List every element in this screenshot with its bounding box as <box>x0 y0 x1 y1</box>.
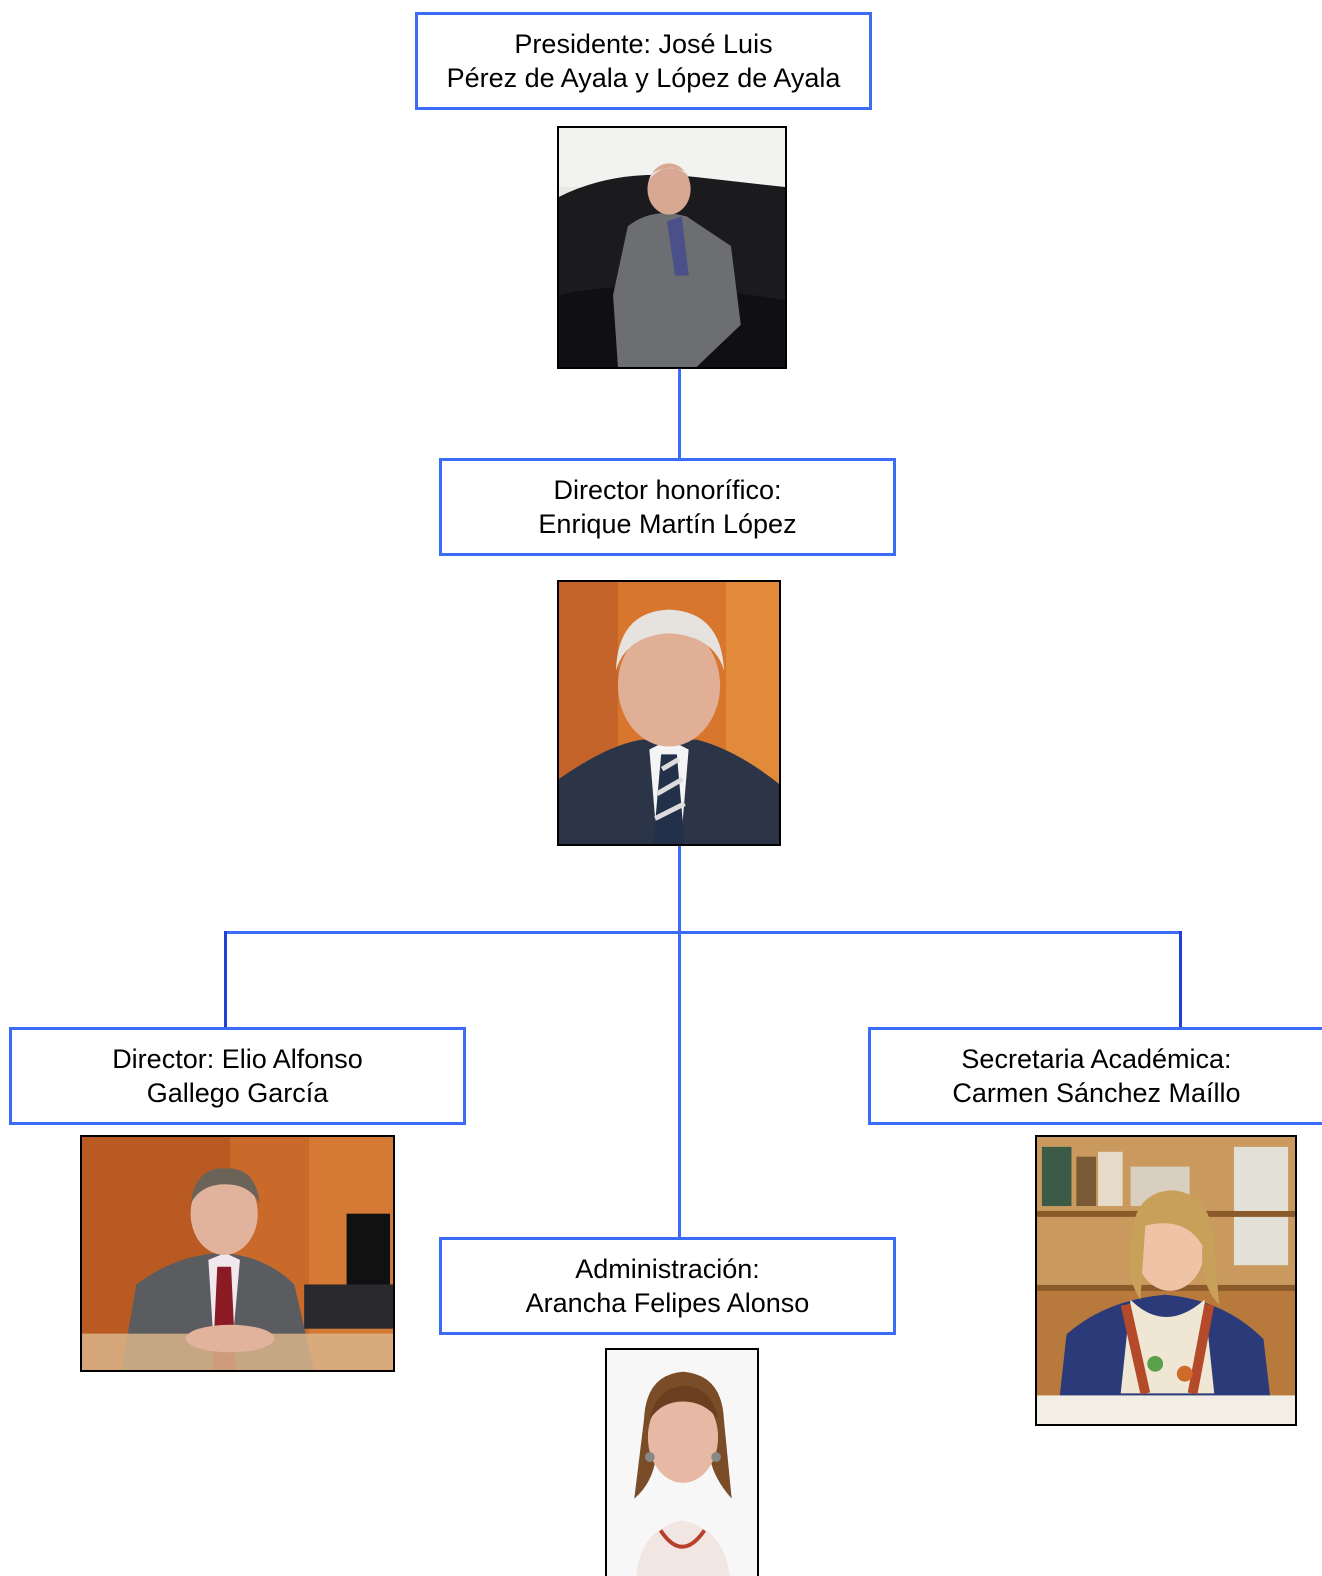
presidente-name: Pérez de Ayala y López de Ayala <box>446 63 841 93</box>
administracion-photo <box>605 1348 759 1576</box>
connector-honorifico-trunk <box>678 843 681 1240</box>
connector-to-director <box>224 931 227 1029</box>
connector-to-secretaria <box>1179 931 1182 1029</box>
director-name: Gallego García <box>146 1078 329 1108</box>
secretaria-name: Carmen Sánchez Maíllo <box>952 1078 1241 1108</box>
presidente-box: Presidente: José Luis Pérez de Ayala y L… <box>415 12 872 110</box>
administracion-box: Administración: Arancha Felipes Alonso <box>439 1237 896 1335</box>
director-honorifico-photo <box>557 580 781 846</box>
presidente-title: Presidente: José Luis <box>514 29 773 59</box>
connector-horizontal-bar <box>224 931 1182 934</box>
director-honorifico-title: Director honorífico: <box>553 475 782 505</box>
presidente-photo <box>557 126 787 369</box>
connector-presidente-to-honorifico <box>678 366 681 460</box>
secretaria-box: Secretaria Académica: Carmen Sánchez Maí… <box>868 1027 1322 1125</box>
administracion-name: Arancha Felipes Alonso <box>525 1288 810 1318</box>
secretaria-title: Secretaria Académica: <box>961 1044 1232 1074</box>
director-photo <box>80 1135 395 1372</box>
secretaria-photo <box>1035 1135 1297 1426</box>
administracion-title: Administración: <box>575 1254 760 1284</box>
director-title: Director: Elio Alfonso <box>112 1044 363 1074</box>
director-box: Director: Elio Alfonso Gallego García <box>9 1027 466 1125</box>
director-honorifico-name: Enrique Martín López <box>538 509 797 539</box>
director-honorifico-box: Director honorífico: Enrique Martín Lópe… <box>439 458 896 556</box>
